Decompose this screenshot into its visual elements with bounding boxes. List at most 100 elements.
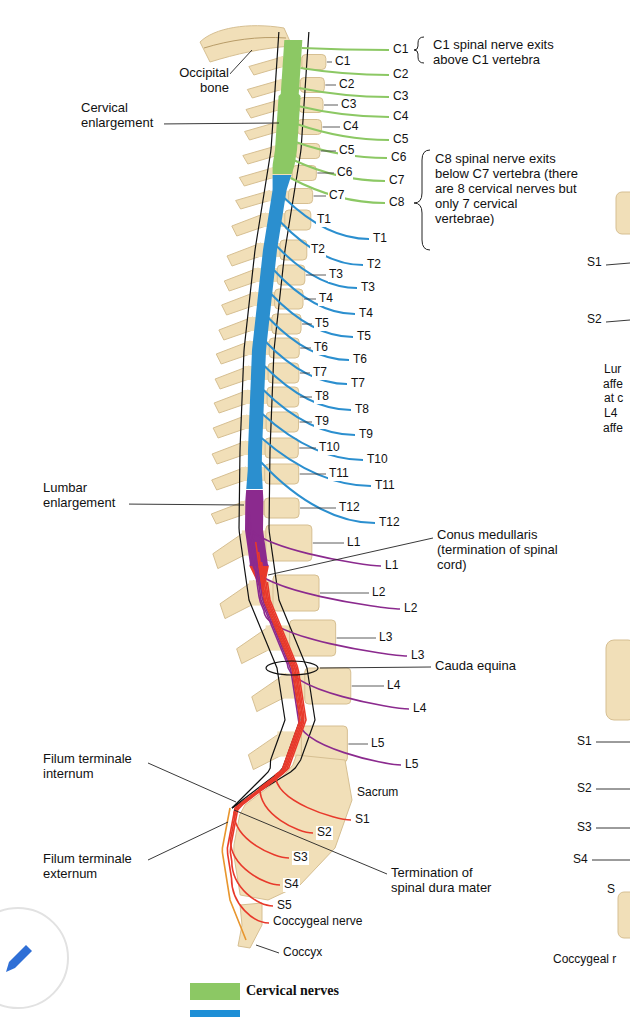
note-text: C8 spinal nerve exits below C7 vertebra … xyxy=(434,152,581,227)
spinous-process xyxy=(237,625,271,663)
nerve-label: T8 xyxy=(354,403,370,417)
leader-line xyxy=(148,763,236,802)
cropped-figure xyxy=(606,640,630,720)
leader-line xyxy=(300,422,312,423)
spinal-nerve xyxy=(234,562,303,858)
spinous-process xyxy=(212,441,246,464)
vertebra-label: C2 xyxy=(338,78,355,92)
cropped-label: S4 xyxy=(572,853,589,867)
vertebra-label: T9 xyxy=(314,415,330,429)
spinal-nerve xyxy=(280,222,363,265)
spinal-nerve xyxy=(271,294,353,337)
cropped-label: S3 xyxy=(576,821,593,835)
vertebra-label: C1 xyxy=(334,55,351,69)
nerve-label: L3 xyxy=(410,649,425,663)
cropped-label: affe xyxy=(602,422,624,436)
leader-line xyxy=(302,324,312,325)
spinous-process xyxy=(248,731,282,769)
spinous-process xyxy=(245,122,279,140)
spinal-nerve xyxy=(230,572,303,885)
leader-line xyxy=(320,667,431,668)
leader-line xyxy=(156,123,279,124)
cropped-figure xyxy=(618,892,630,938)
nerve-label: T3 xyxy=(360,281,376,295)
spinal-nerve xyxy=(250,512,408,656)
spinous-process xyxy=(215,366,249,389)
leader-line xyxy=(300,474,326,475)
coccygeal-nerve xyxy=(227,590,302,923)
leader-line xyxy=(313,543,344,544)
leader-line xyxy=(348,744,368,745)
leader-line xyxy=(120,504,244,505)
cropped-label: Lur xyxy=(603,363,622,377)
vertebra-label: T3 xyxy=(328,268,344,282)
spinal-nerve xyxy=(247,492,381,566)
spinal-nerve xyxy=(256,542,351,820)
structure-label: Cervical enlargement xyxy=(80,101,164,131)
nerve-label: C3 xyxy=(392,90,409,104)
structure-label: Coccyx xyxy=(282,946,323,960)
cropped-label: affe xyxy=(602,378,624,392)
vertebral-body xyxy=(302,55,326,70)
nerve-label: S3 xyxy=(292,851,309,865)
nerve-label: T10 xyxy=(366,453,389,467)
structure-label: Sacrum xyxy=(356,786,399,800)
vertebra-label: L5 xyxy=(370,737,385,751)
leader-line xyxy=(304,299,316,300)
nerve-label: C1 xyxy=(392,43,409,57)
leader-line xyxy=(306,275,326,276)
vertebra-label: L3 xyxy=(378,631,393,645)
leader-line xyxy=(352,686,384,687)
nerve-label: C7 xyxy=(388,174,405,188)
leader-line xyxy=(320,593,369,594)
nerve-label: S5 xyxy=(276,899,293,913)
nerve-label: T11 xyxy=(374,479,396,493)
spinal-nerve xyxy=(261,462,375,523)
leader-line xyxy=(327,62,332,63)
legend-text: Cervical nerves xyxy=(245,983,340,999)
structure-label: Filum terminale externum xyxy=(42,852,148,882)
cropped-label: S2 xyxy=(576,782,593,796)
vertebra-label: T8 xyxy=(314,390,330,404)
leader-line xyxy=(148,822,228,860)
nerve-label: T1 xyxy=(372,232,388,246)
vertebral-body xyxy=(298,120,322,135)
spinal-nerve xyxy=(302,48,389,50)
leader-line xyxy=(300,397,312,398)
leader-line xyxy=(299,448,316,449)
spinal-nerve xyxy=(262,414,363,460)
nerve-label: T4 xyxy=(358,307,374,321)
vertebrae-group xyxy=(211,55,352,949)
vertebra-label: T4 xyxy=(318,292,334,306)
nerve-label: L2 xyxy=(403,602,418,616)
leader-line xyxy=(234,810,387,874)
leader-line xyxy=(300,508,336,509)
legend-swatch xyxy=(190,983,240,1000)
structure-label: Cauda equina xyxy=(434,659,517,674)
vertebra-label: T2 xyxy=(310,243,326,257)
leader-line xyxy=(300,348,311,349)
nerve-label: T9 xyxy=(358,428,374,442)
vertebra-label: T5 xyxy=(314,317,330,331)
edit-button xyxy=(0,908,68,1008)
vertebral-body xyxy=(290,620,336,656)
nerve-label: C2 xyxy=(392,68,409,82)
leader-line xyxy=(300,373,310,374)
spinous-process xyxy=(212,467,246,490)
cropped-label: S1 xyxy=(586,256,603,270)
leader-line xyxy=(323,127,340,128)
leader-line xyxy=(596,789,630,790)
nerve-label: L5 xyxy=(404,758,419,772)
spinal-nerve xyxy=(284,198,369,239)
structure-label: Conus medullaris (termination of spinal … xyxy=(436,528,563,573)
leader-line xyxy=(337,638,376,639)
leader-line xyxy=(324,105,338,106)
vertebral-body xyxy=(273,575,319,611)
structure-label: Coccygeal nerve xyxy=(272,915,363,929)
leader-lines xyxy=(120,50,630,953)
spinal-nerve xyxy=(300,68,389,75)
vertebra-label: C4 xyxy=(342,120,359,134)
nerve-label: C6 xyxy=(390,151,407,165)
spinal-nerve xyxy=(269,318,349,360)
